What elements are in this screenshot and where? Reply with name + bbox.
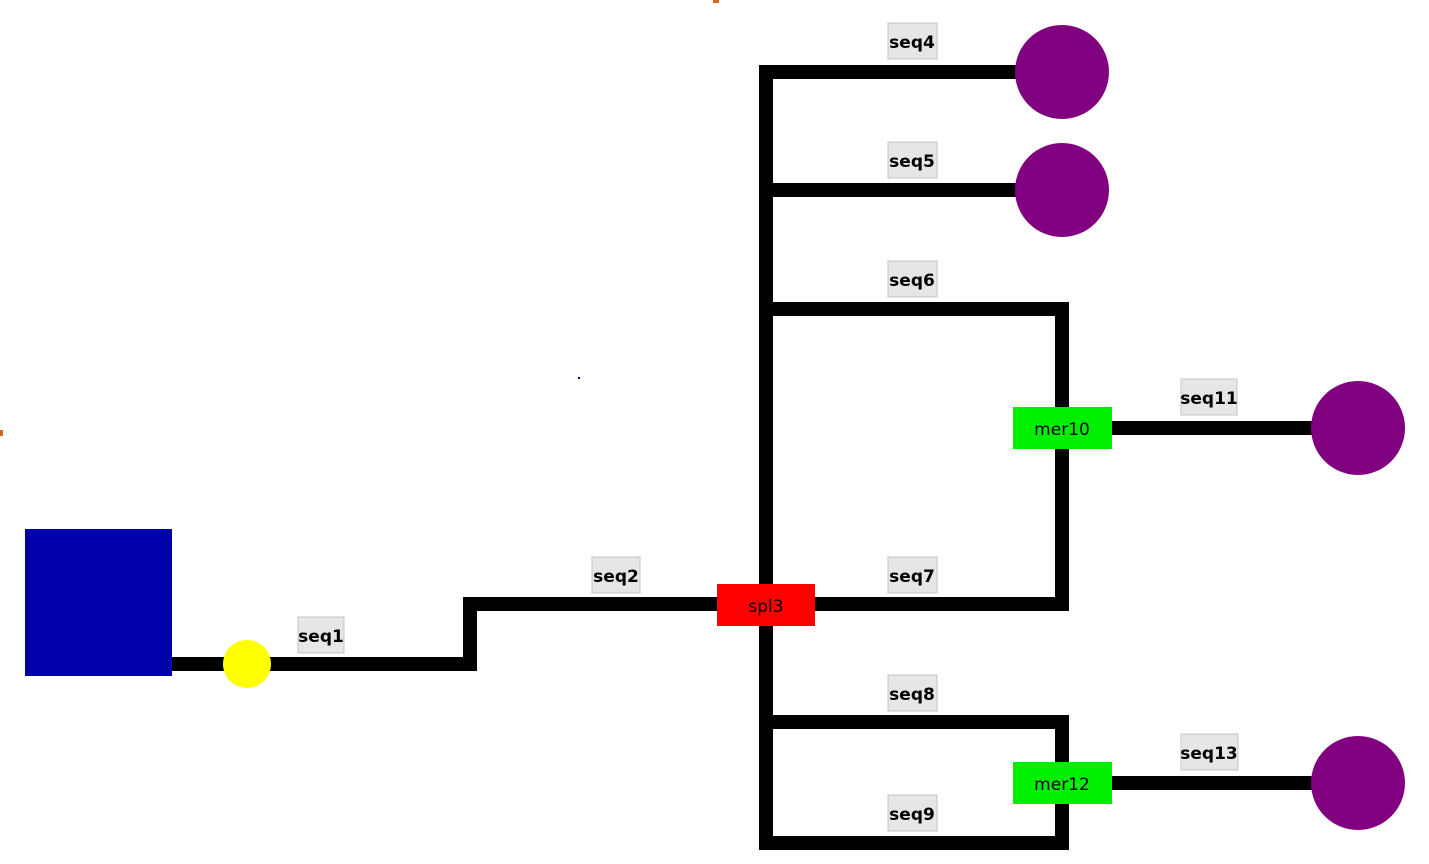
sink-node-seq13[interactable] bbox=[1311, 736, 1405, 830]
wire-seq6 bbox=[759, 302, 1069, 435]
seq-label-seq8[interactable]: seq8 bbox=[887, 674, 938, 712]
wires bbox=[165, 65, 1347, 850]
sink-node-seq11[interactable] bbox=[1311, 381, 1405, 475]
seq-label-text: seq4 bbox=[889, 33, 935, 53]
stray-dot bbox=[578, 377, 580, 379]
wire-seq1 bbox=[165, 597, 477, 671]
seq-label-seq2[interactable]: seq2 bbox=[591, 556, 641, 594]
wire-seq7 bbox=[759, 421, 1069, 611]
seq-label-text: seq1 bbox=[298, 627, 344, 647]
seq-label-seq1[interactable]: seq1 bbox=[297, 616, 345, 654]
sink-node-seq4[interactable] bbox=[1015, 25, 1109, 119]
seq-label-seq13[interactable]: seq13 bbox=[1180, 733, 1239, 771]
seq-label-text: seq11 bbox=[1180, 389, 1237, 409]
seq-label-text: seq13 bbox=[1180, 744, 1237, 764]
splitter-label: spl3 bbox=[748, 597, 783, 617]
edge-tick-top bbox=[713, 0, 719, 3]
merger-label: mer12 bbox=[1034, 775, 1090, 795]
seq-label-text: seq8 bbox=[889, 685, 935, 705]
seq-label-text: seq9 bbox=[889, 805, 935, 825]
seq-label-seq7[interactable]: seq7 bbox=[887, 556, 938, 594]
seq-label-text: seq5 bbox=[889, 152, 935, 172]
edge-tick-left bbox=[0, 430, 3, 436]
seq-label-seq9[interactable]: seq9 bbox=[887, 794, 938, 832]
merger-node-mer10[interactable]: mer10 bbox=[1013, 407, 1112, 449]
junction-node[interactable] bbox=[223, 640, 271, 688]
seq-label-text: seq6 bbox=[889, 271, 935, 291]
seq-label-seq6[interactable]: seq6 bbox=[887, 260, 938, 298]
merger-label: mer10 bbox=[1034, 420, 1090, 440]
seq-label-seq11[interactable]: seq11 bbox=[1180, 378, 1238, 416]
seq-label-seq5[interactable]: seq5 bbox=[887, 141, 938, 179]
seq-label-text: seq2 bbox=[593, 567, 639, 587]
merger-node-mer12[interactable]: mer12 bbox=[1013, 762, 1112, 804]
seq-label-text: seq7 bbox=[889, 567, 935, 587]
source-node[interactable] bbox=[25, 529, 172, 676]
sink-node-seq5[interactable] bbox=[1015, 143, 1109, 237]
seq-label-seq4[interactable]: seq4 bbox=[887, 22, 938, 60]
splitter-node-spl3[interactable]: spl3 bbox=[717, 584, 815, 626]
